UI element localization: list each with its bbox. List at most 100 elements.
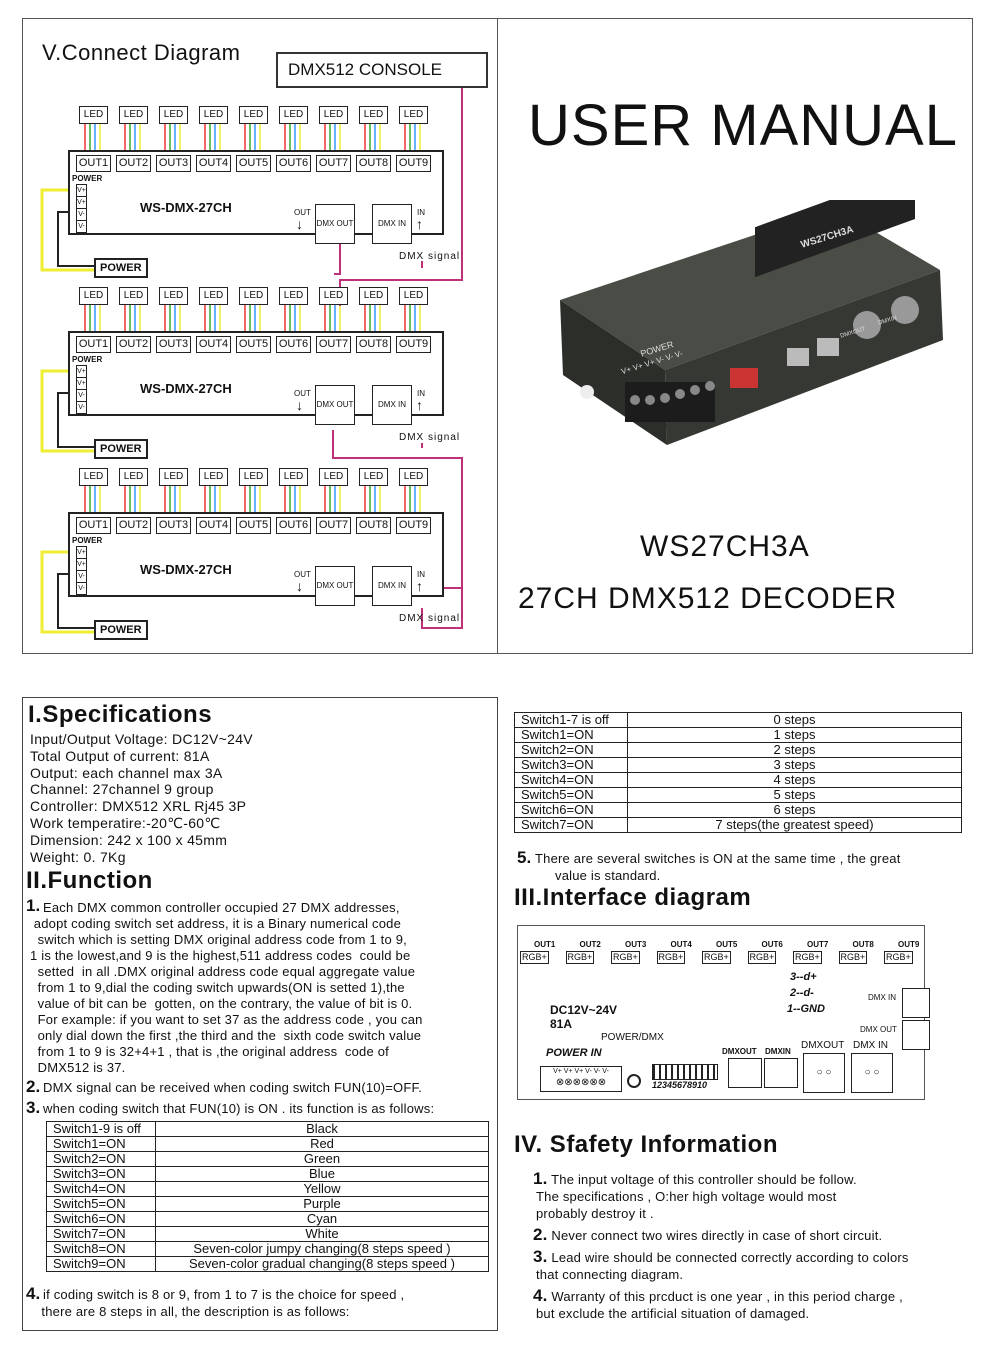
switch-cell: Switch4=ON (514, 772, 628, 788)
value-cell: Seven-color jumpy changing(8 steps speed… (155, 1241, 489, 1257)
out-arrow-icon: ↓ (296, 578, 303, 594)
interface-voltage: DC12V~24V (550, 1003, 618, 1017)
spec-line: Input/Output Voltage: DC12V~24V (30, 731, 253, 747)
switch-cell: Switch6=ON (46, 1211, 156, 1227)
function-1-line: 1 is the lowest,and 9 is the highest,511… (30, 948, 411, 963)
dmx-out-box: DMX OUT (315, 566, 355, 606)
interface-rgb-terminal: RGB+ (656, 951, 686, 964)
output-box: OUT4 (196, 336, 231, 353)
power-in-label: POWER IN (546, 1047, 602, 1059)
xlr-in-label: DMX IN (853, 1040, 888, 1051)
power-wire-positive (40, 550, 94, 634)
rj45-dmxin-port (764, 1058, 798, 1088)
out-label: OUT (294, 570, 311, 579)
function-1-text: Each DMX common controller occupied 27 D… (30, 900, 423, 1076)
led-box: LED (319, 468, 348, 486)
value-cell: 3 steps (627, 757, 962, 773)
spec-line: Weight: 0. 7Kg (30, 848, 126, 865)
interface-rgb-terminal: RGB+ (793, 951, 822, 964)
function-3-number: 3. (26, 1098, 41, 1117)
dip-switch-numbers: 12345678910 (652, 1080, 708, 1090)
switch-cell: Switch7=ON (46, 1226, 156, 1242)
led-box: LED (79, 287, 108, 305)
fun-switch (627, 1074, 641, 1088)
led-box: LED (199, 106, 228, 124)
manual-title: USER MANUAL (528, 93, 958, 158)
dmx-signal-label: DMX signal (399, 251, 461, 262)
led-box: LED (359, 468, 388, 486)
led-box: LED (359, 287, 388, 305)
pin-1: 1--GND (787, 1003, 825, 1015)
product-photo (560, 200, 943, 445)
value-cell: Green (155, 1151, 489, 1167)
output-box: OUT3 (156, 336, 191, 353)
dmx-out-side-label: DMX OUT (860, 1025, 897, 1034)
function-4-number: 4. (26, 1284, 41, 1303)
function-5-number: 5. (517, 848, 532, 867)
output-box: OUT7 (316, 155, 351, 172)
led-box: LED (399, 106, 428, 124)
top-divider (497, 18, 498, 654)
value-cell: 6 steps (627, 802, 962, 818)
value-cell: Purple (155, 1196, 489, 1212)
safety-line: probably destroy it . (536, 1206, 654, 1221)
v-terminal: V- (76, 220, 87, 233)
power-box: POWER (94, 620, 148, 640)
interface-rgb-terminal: RGB+ (565, 951, 595, 964)
in-label: IN (417, 570, 425, 579)
model-number: WS27CH3A (640, 530, 810, 563)
switch-cell: Switch5=ON (514, 787, 628, 803)
led-box: LED (279, 287, 308, 305)
interface-rgb-terminal: RGB+ (884, 951, 913, 964)
function-title: II.Function (26, 867, 153, 894)
rj45-dmxin-label: DMXIN (765, 1047, 791, 1056)
interface-rgb-terminal: RGB+ (520, 951, 549, 964)
connect-diagram-title: V.Connect Diagram (42, 40, 241, 65)
led-box: LED (199, 468, 228, 486)
output-box: OUT9 (396, 336, 431, 353)
spec-line: Work temperatire:-20℃-60℃ (30, 814, 221, 831)
pin-3: 3--d+ (790, 971, 817, 983)
power-terminal-block: V+ V+ V+ V- V- V- ⊗⊗⊗⊗⊗⊗ (540, 1066, 622, 1092)
device-power-label: POWER (72, 536, 103, 545)
output-box: OUT1 (76, 517, 111, 534)
interface-out-label: OUT6 (761, 940, 783, 949)
function-1-line: setted in all .DMX original address code… (30, 964, 416, 979)
dmx-out-side-box (902, 1020, 930, 1050)
device-name: WS-DMX-27CH (140, 562, 232, 577)
dmx-in-box: DMX IN (372, 385, 412, 425)
in-arrow-icon: ↑ (416, 578, 423, 594)
led-box: LED (159, 287, 188, 305)
function-2-text: DMX signal can be received when coding s… (43, 1080, 423, 1095)
power-wire-positive (40, 188, 94, 272)
interface-out-label: OUT9 (898, 940, 920, 949)
power-dmx-label: POWER/DMX (601, 1032, 664, 1043)
interface-out-label: OUT3 (625, 940, 647, 949)
output-box: OUT6 (276, 517, 311, 534)
xlr-out-port: ○ ○ (803, 1053, 845, 1093)
in-arrow-icon: ↑ (416, 216, 423, 232)
in-label: IN (417, 208, 425, 217)
out-label: OUT (294, 208, 311, 217)
spec-line: Output: each channel max 3A (30, 764, 223, 781)
switch-cell: Switch1=ON (514, 727, 628, 743)
safety-line: that connecting diagram. (536, 1267, 684, 1282)
dmx-signal-wire-6 (421, 588, 463, 629)
function-1-line: switch which is setting DMX original add… (30, 932, 407, 947)
v-terminal: V- (76, 582, 87, 595)
output-box: OUT2 (116, 517, 151, 534)
switch-cell: Switch2=ON (46, 1151, 156, 1167)
product-terminals (625, 381, 715, 422)
value-cell: 0 steps (627, 712, 962, 728)
device-name: WS-DMX-27CH (140, 381, 232, 396)
